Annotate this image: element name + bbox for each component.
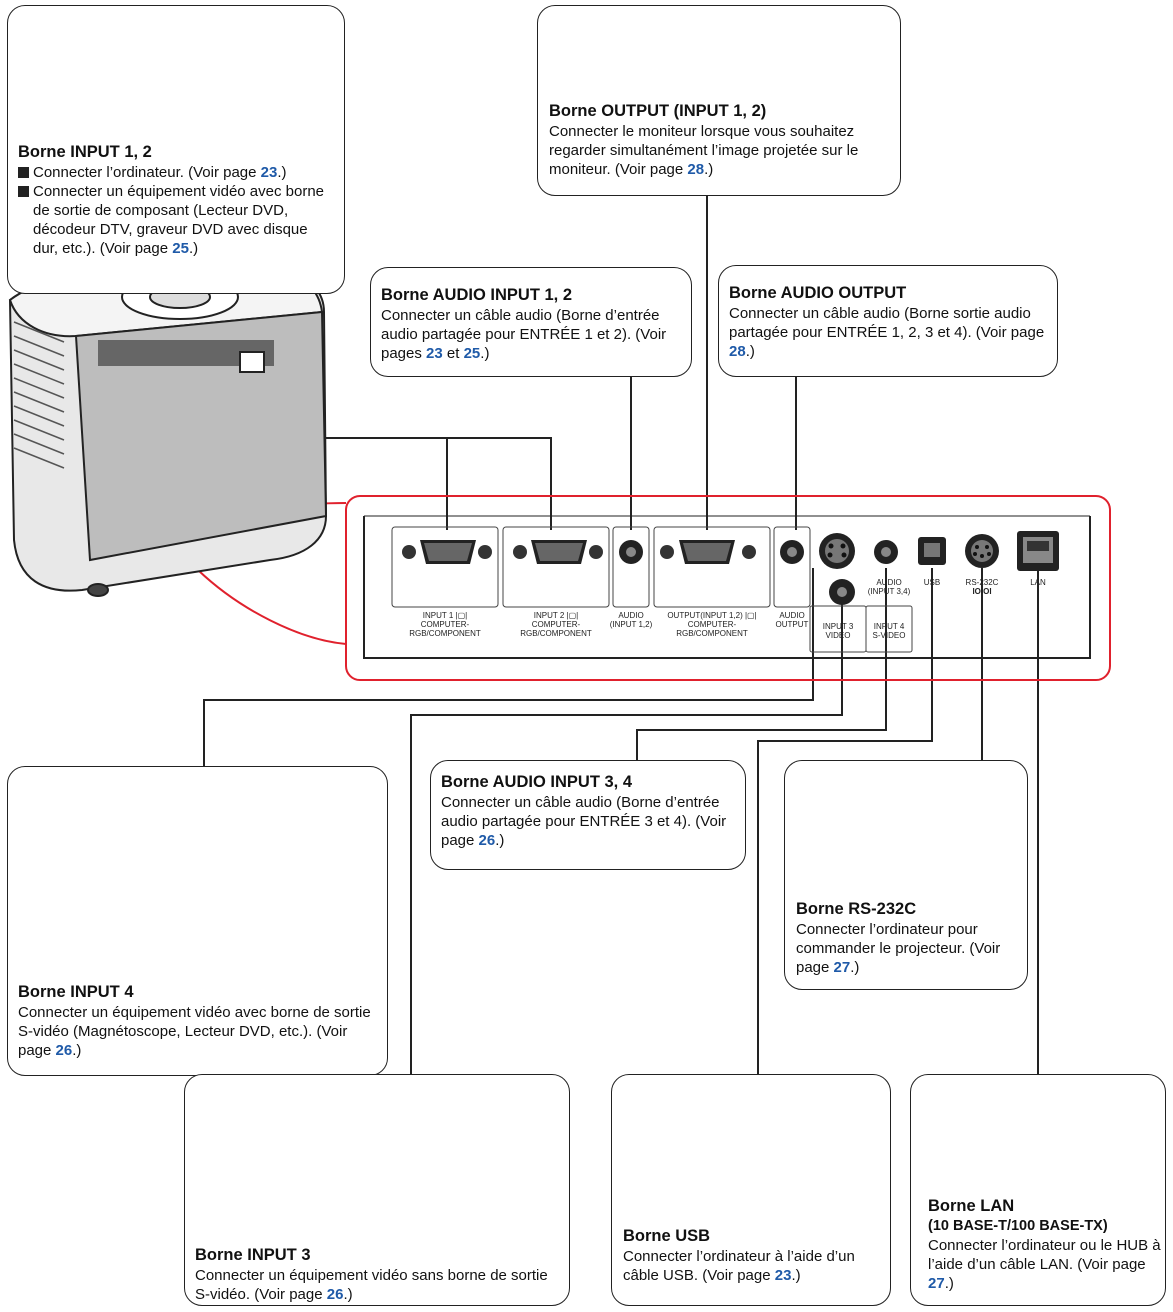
wire-usb: [757, 568, 933, 1074]
box-rs232c: [784, 760, 1028, 990]
page-link[interactable]: 26: [55, 1042, 73, 1059]
subtitle-lan: (10 BASE-T/100 BASE-TX): [928, 1218, 1108, 1234]
title-audio-input12: Borne AUDIO INPUT 1, 2: [381, 286, 572, 304]
wire-audio-input34: [636, 568, 887, 760]
projector-icon: [8, 263, 328, 597]
title-output: Borne OUTPUT (INPUT 1, 2): [549, 102, 767, 120]
audio-jack-input12: [619, 540, 643, 564]
caption-usb: Borne USB Connecter l’ordinateur à l’aid…: [623, 1226, 881, 1285]
s-video-connector: [819, 533, 855, 569]
audio-jack-output: [780, 540, 804, 564]
video-jack-input3: [829, 579, 855, 605]
wire-input4: [203, 568, 814, 766]
title-audio-input34: Borne AUDIO INPUT 3, 4: [441, 773, 632, 791]
square-bullet-icon: [18, 186, 29, 197]
box-input3: [184, 1074, 570, 1306]
label-lan: LAN: [1030, 578, 1046, 587]
label-audio-input12: AUDIO(INPUT 1,2): [609, 611, 653, 629]
audio-jack-input34: [874, 540, 898, 564]
page-link[interactable]: 23: [426, 345, 443, 362]
vga-connector-input2: [513, 540, 603, 564]
connector-panel-dividers: [391, 526, 913, 653]
bullet-item-2: Connecter un équipement vidéo avec borne…: [18, 182, 334, 258]
box-audio-input12: [370, 267, 692, 377]
caption-output: Borne OUTPUT (INPUT 1, 2) Connecter le m…: [549, 101, 891, 179]
page-link[interactable]: 28: [687, 161, 705, 178]
usb-connector: [918, 537, 946, 565]
title-audio-output: Borne AUDIO OUTPUT: [729, 284, 907, 302]
lan-connector: [1017, 531, 1059, 571]
box-output: [537, 5, 901, 196]
box-usb: [611, 1074, 891, 1306]
caption-rs232c: Borne RS-232C Connecter l’ordinateur pou…: [796, 899, 1016, 977]
page-link[interactable]: 23: [260, 164, 278, 181]
rs232c-connector: [965, 534, 999, 568]
box-audio-input34: [430, 760, 746, 870]
page-link[interactable]: 25: [172, 240, 189, 257]
connector-panel-callout: [345, 495, 1111, 681]
wire-input3: [410, 604, 843, 1074]
connector-panel: [363, 515, 1091, 659]
box-audio-output: [718, 265, 1058, 377]
title-usb: Borne USB: [623, 1227, 711, 1245]
title-input3: Borne INPUT 3: [195, 1246, 311, 1264]
caption-lan: Borne LAN (10 BASE-T/100 BASE-TX) Connec…: [928, 1196, 1164, 1293]
caption-input4: Borne INPUT 4 Connecter un équipement vi…: [18, 982, 382, 1060]
title-lan: Borne LAN: [928, 1197, 1015, 1215]
page-link[interactable]: 28: [729, 343, 746, 360]
label-input1: INPUT 1 |▢|COMPUTER-RGB/COMPONENT: [409, 611, 481, 638]
page-link[interactable]: 25: [463, 345, 481, 362]
page-link[interactable]: 27: [928, 1275, 945, 1292]
caption-input3: Borne INPUT 3 Connecter un équipement vi…: [195, 1245, 561, 1304]
page-link[interactable]: 26: [326, 1286, 344, 1303]
title-rs232c: Borne RS-232C: [796, 900, 917, 918]
caption-input12: Borne INPUT 1, 2 Connecter l’ordinateur.…: [18, 142, 334, 258]
bullet-item-1: Connecter l’ordinateur. (Voir page 23.): [18, 163, 334, 182]
square-bullet-icon: [18, 167, 29, 178]
page-link[interactable]: 23: [774, 1267, 792, 1284]
box-lan: [910, 1074, 1166, 1306]
label-audio-input34: AUDIO(INPUT 3,4): [867, 578, 911, 596]
label-input2: INPUT 2 |▢|COMPUTER-RGB/COMPONENT: [520, 611, 592, 638]
caption-audio-input34: Borne AUDIO INPUT 3, 4 Connecter un câbl…: [441, 772, 733, 850]
page-link[interactable]: 26: [478, 832, 496, 849]
label-usb: USB: [923, 578, 941, 587]
label-output: OUTPUT(INPUT 1,2) |▢|COMPUTER-RGB/COMPON…: [667, 611, 757, 638]
vga-connector-input1: [402, 540, 492, 564]
box-input4: [7, 766, 388, 1076]
caption-audio-output: Borne AUDIO OUTPUT Connecter un câble au…: [729, 283, 1049, 361]
page-link[interactable]: 27: [833, 959, 851, 976]
title-input12: Borne INPUT 1, 2: [18, 143, 152, 161]
caption-audio-input12: Borne AUDIO INPUT 1, 2 Connecter un câbl…: [381, 285, 685, 363]
callout-ring: [197, 569, 347, 645]
vga-connector-output: [660, 540, 756, 564]
title-input4: Borne INPUT 4: [18, 983, 134, 1001]
box-input12: [7, 5, 345, 294]
